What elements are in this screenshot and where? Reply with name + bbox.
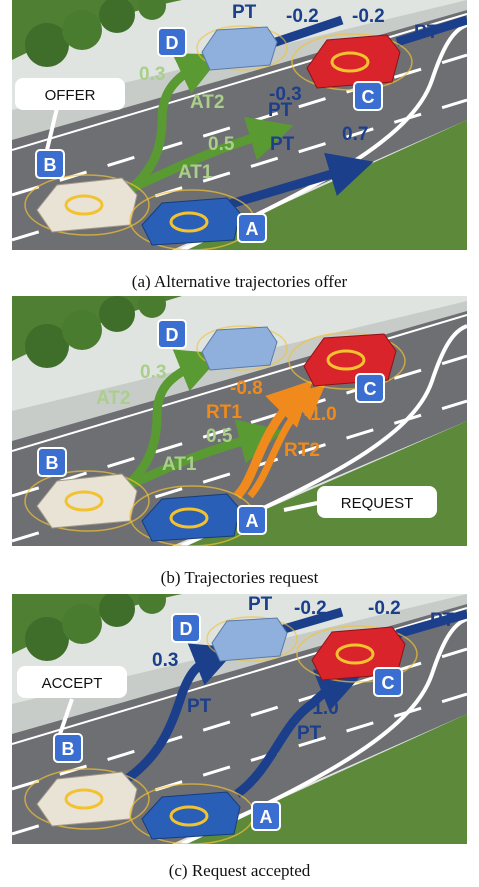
badge-c: C: [353, 81, 383, 111]
svg-text:B: B: [62, 739, 75, 759]
label-rt1: RT1: [206, 402, 242, 423]
svg-text:C: C: [364, 379, 377, 399]
panel-b: REQUEST B A D C AT2 AT1 RT1 RT2 0.3 0.5 …: [12, 296, 467, 546]
trajectory-at2: [128, 53, 223, 192]
label-rt2: RT2: [284, 440, 320, 461]
badge-b: B: [53, 733, 83, 763]
car-c: [296, 625, 418, 683]
value-at2: 0.3: [139, 64, 165, 85]
svg-text:A: A: [260, 807, 273, 827]
car-c: [291, 33, 413, 91]
bubble-label: REQUEST: [341, 495, 414, 512]
value-pt-a: 0.7: [342, 124, 368, 145]
road-edge-line: [181, 23, 467, 250]
bubble-label: OFFER: [45, 87, 96, 104]
car-b: [24, 768, 150, 830]
request-bubble: REQUEST: [283, 486, 437, 518]
value-pt-c2: -0.2: [352, 6, 385, 27]
trajectory-pt-a: [234, 669, 363, 798]
label-at1: AT1: [162, 454, 197, 475]
label-at2: AT2: [96, 388, 130, 409]
badge-c: C: [373, 667, 403, 697]
badge-a: A: [237, 213, 267, 243]
trajectory-pt-b: [124, 643, 238, 783]
label-pt-d: PT: [248, 594, 273, 615]
car-d: [206, 616, 298, 662]
badge-b-label: B: [44, 155, 57, 175]
value-at2: 0.3: [140, 362, 166, 383]
label-at1: AT1: [178, 162, 213, 183]
badge-a: A: [237, 505, 267, 535]
bubble-label: ACCEPT: [42, 675, 103, 692]
label-pt-c: PT: [430, 610, 455, 631]
trajectory-rt2: [247, 384, 326, 499]
badge-b: B: [37, 447, 67, 477]
trajectory-at1: [125, 419, 284, 491]
caption-c: (c) Request accepted: [168, 861, 311, 880]
car-d: [196, 25, 288, 71]
trees: [12, 0, 182, 60]
badge-b: B: [35, 149, 65, 179]
value-rt1: -0.8: [230, 378, 263, 399]
label-pt-b: PT: [187, 696, 212, 717]
value-pt-c: -0.2: [368, 598, 401, 619]
caption-a: (a) Alternative trajectories offer: [131, 272, 348, 291]
trajectory-at2: [123, 349, 223, 490]
panel-a: OFFER B A D C AT1 AT2 PT PT PT PT 0.3 0.…: [12, 0, 467, 250]
car-a: [129, 783, 255, 844]
badge-d: D: [157, 319, 187, 349]
trajectory-pt-d: [265, 15, 344, 50]
value-pt-a: -1.0: [306, 698, 339, 719]
badge-d: D: [157, 27, 187, 57]
trajectory-rt1: [233, 380, 313, 500]
offer-bubble: OFFER: [15, 78, 125, 151]
value-at1: 0.5: [208, 134, 235, 155]
svg-text:D: D: [166, 325, 179, 345]
label-pt-a: PT: [270, 134, 295, 155]
trajectory-pt-c: [395, 15, 467, 47]
label-pt-mid: PT: [268, 100, 293, 121]
label-pt-a: PT: [297, 723, 322, 744]
svg-text:D: D: [180, 619, 193, 639]
label-at2: AT2: [190, 92, 224, 113]
label-pt-d: PT: [232, 2, 257, 23]
value-rt2: -1.0: [304, 404, 337, 425]
svg-text:A: A: [246, 511, 259, 531]
value-pt-b: 0.3: [152, 650, 178, 671]
badge-d: D: [171, 613, 201, 643]
car-d: [196, 325, 288, 371]
badge-d-label: D: [166, 33, 179, 53]
badge-a-label: A: [246, 219, 259, 239]
badge-a: A: [251, 801, 281, 831]
label-pt-c: PT: [414, 22, 439, 43]
badge-c-label: C: [362, 87, 375, 107]
value-at1: 0.5: [206, 426, 233, 447]
caption-b: (b) Trajectories request: [160, 568, 319, 587]
svg-text:C: C: [382, 673, 395, 693]
car-b: [24, 174, 150, 236]
accept-bubble: ACCEPT: [17, 666, 127, 735]
trajectory-pt-c: [395, 609, 467, 639]
badge-c: C: [355, 373, 385, 403]
panel-c: ACCEPT B A D C PT PT PT PT 0.3 -1.0 -0.2…: [12, 594, 467, 844]
value-pt-d: -0.2: [286, 6, 319, 27]
value-pt-d: -0.2: [294, 598, 327, 619]
car-b: [24, 470, 150, 532]
trajectory-at1: [130, 116, 294, 193]
svg-text:B: B: [46, 453, 59, 473]
value-pt-c: -0.3: [269, 84, 302, 105]
